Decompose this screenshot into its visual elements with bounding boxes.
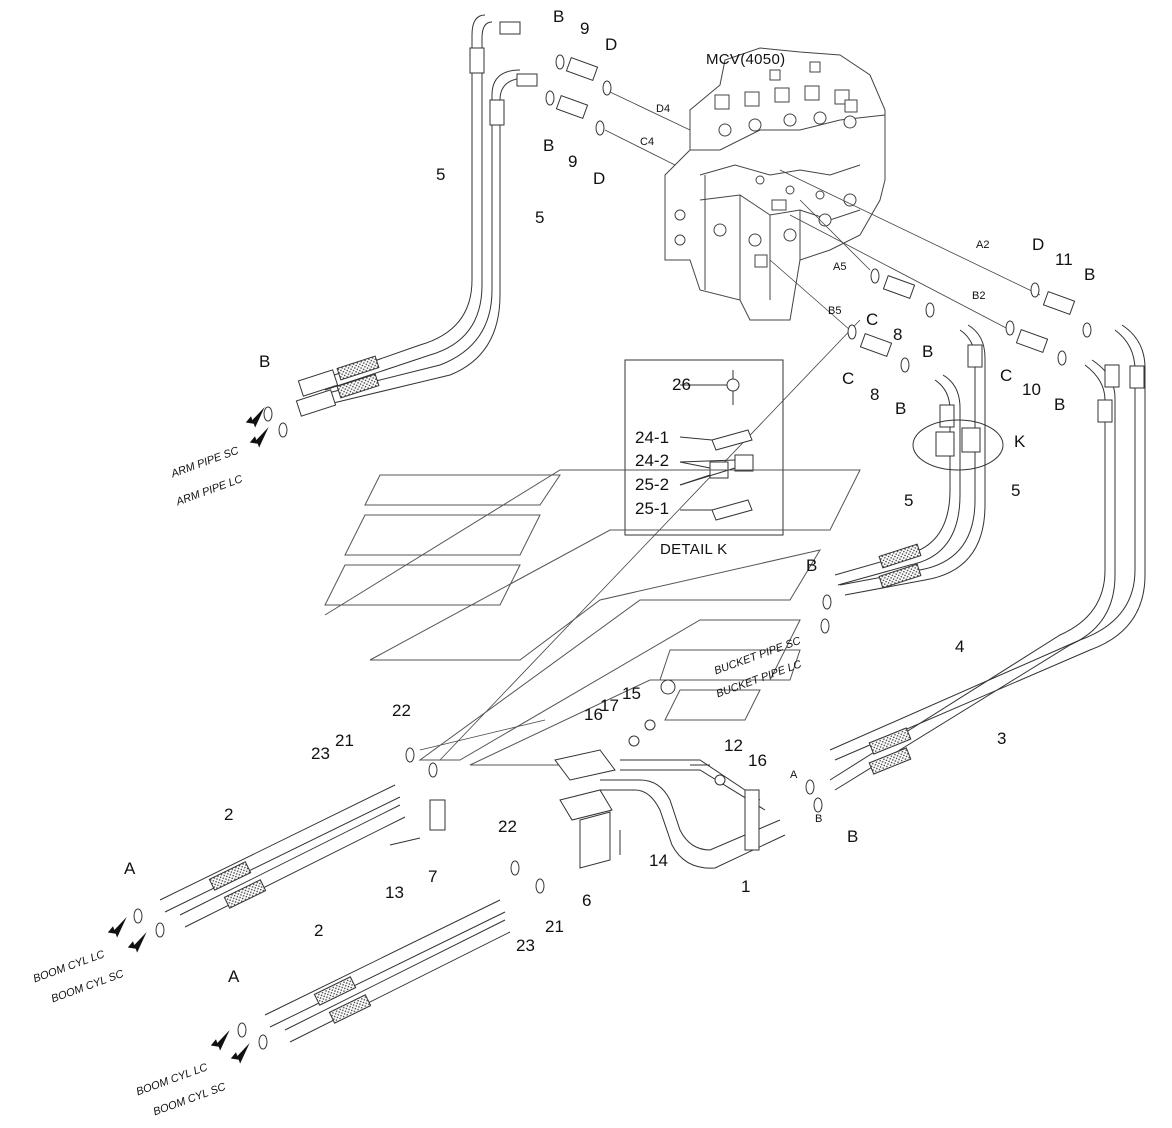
callout-b: B <box>553 7 565 26</box>
callout-5: 5 <box>436 165 446 184</box>
callout-9: 9 <box>580 19 590 38</box>
fittings-8-10-11 <box>847 268 1092 373</box>
callout-21-2: 21 <box>545 917 564 936</box>
callout-21: 21 <box>335 731 354 750</box>
callout-c-2: C <box>842 369 855 388</box>
callout-9-2: 9 <box>568 152 578 171</box>
callout-6: 6 <box>582 891 592 910</box>
callout-12: 12 <box>724 736 743 755</box>
callout-2: 2 <box>224 805 234 824</box>
direction-arrows <box>107 407 269 1064</box>
callout-16-2: 16 <box>748 751 767 770</box>
callout-26: 26 <box>672 375 691 394</box>
callout-5-2: 5 <box>535 208 545 227</box>
callout-5-3: 5 <box>904 491 914 510</box>
callout-b-9: B <box>847 827 859 846</box>
callout-4: 4 <box>955 637 965 656</box>
callout-b-6: B <box>895 399 907 418</box>
callout-d: D <box>605 35 618 54</box>
callout-b-8: B <box>806 556 818 575</box>
callout-17: 17 <box>600 696 619 715</box>
callout-8: 8 <box>893 325 903 344</box>
clamp-k <box>912 419 1004 471</box>
callout-b-2: B <box>543 136 555 155</box>
callout-25-1: 25-1 <box>635 499 670 518</box>
callout-16: 16 <box>584 705 603 724</box>
callout-1: 1 <box>741 877 751 896</box>
callout-10: 10 <box>1022 380 1041 399</box>
boom-pipe-outlines <box>324 469 861 766</box>
mcv-valve-block <box>664 47 886 321</box>
arm-hoses <box>295 14 538 417</box>
callout-13: 13 <box>385 883 404 902</box>
fittings-9 <box>545 54 612 136</box>
callout-22: 22 <box>392 701 411 720</box>
callout-a: A <box>124 859 136 878</box>
port-a-label: A <box>790 769 798 781</box>
port-c4-label: C4 <box>640 136 655 148</box>
boom-cylinder-hoses <box>133 406 832 1050</box>
callout-15: 15 <box>622 684 641 703</box>
callout-23: 23 <box>311 744 330 763</box>
callout-b-5: B <box>922 342 934 361</box>
port-b2-label: B2 <box>972 290 986 302</box>
arm-pipe-sc-label: ARM PIPE SC <box>169 444 241 481</box>
callout-3: 3 <box>997 729 1007 748</box>
callout-c-3: C <box>1000 366 1013 385</box>
callout-b-3: B <box>259 352 271 371</box>
callout-24-1: 24-1 <box>635 428 670 447</box>
boom-steel-pipes <box>389 679 786 869</box>
callout-c: C <box>866 310 879 329</box>
port-a2-label: A2 <box>976 239 990 251</box>
callout-14: 14 <box>649 851 668 870</box>
mcv-label: MCV(4050) <box>706 51 786 68</box>
callout-b-7: B <box>1054 395 1066 414</box>
callout-2-2: 2 <box>314 921 324 940</box>
callout-a-2: A <box>228 967 240 986</box>
port-d4-label: D4 <box>656 103 671 115</box>
callout-7: 7 <box>428 867 438 886</box>
callout-25-2: 25-2 <box>635 475 670 494</box>
callout-11: 11 <box>1055 250 1073 269</box>
clamp-k-label: K <box>1014 432 1026 451</box>
callout-b-4: B <box>1084 265 1096 284</box>
callout-22-2: 22 <box>498 817 517 836</box>
port-a5-label: A5 <box>833 261 847 273</box>
detail-k-label: DETAIL K <box>660 541 728 558</box>
port-b5-label: B5 <box>828 305 842 317</box>
arm-pipe-lc-label: ARM PIPE LC <box>174 473 245 509</box>
callout-23-2: 23 <box>516 936 535 955</box>
callout-d-2: D <box>593 169 606 188</box>
detail-k-box <box>624 359 784 536</box>
callout-5-4: 5 <box>1011 481 1021 500</box>
callout-24-2: 24-2 <box>635 451 670 470</box>
callout-d-3: D <box>1032 235 1045 254</box>
callout-8-2: 8 <box>870 385 880 404</box>
port-b-label: B <box>815 813 823 825</box>
